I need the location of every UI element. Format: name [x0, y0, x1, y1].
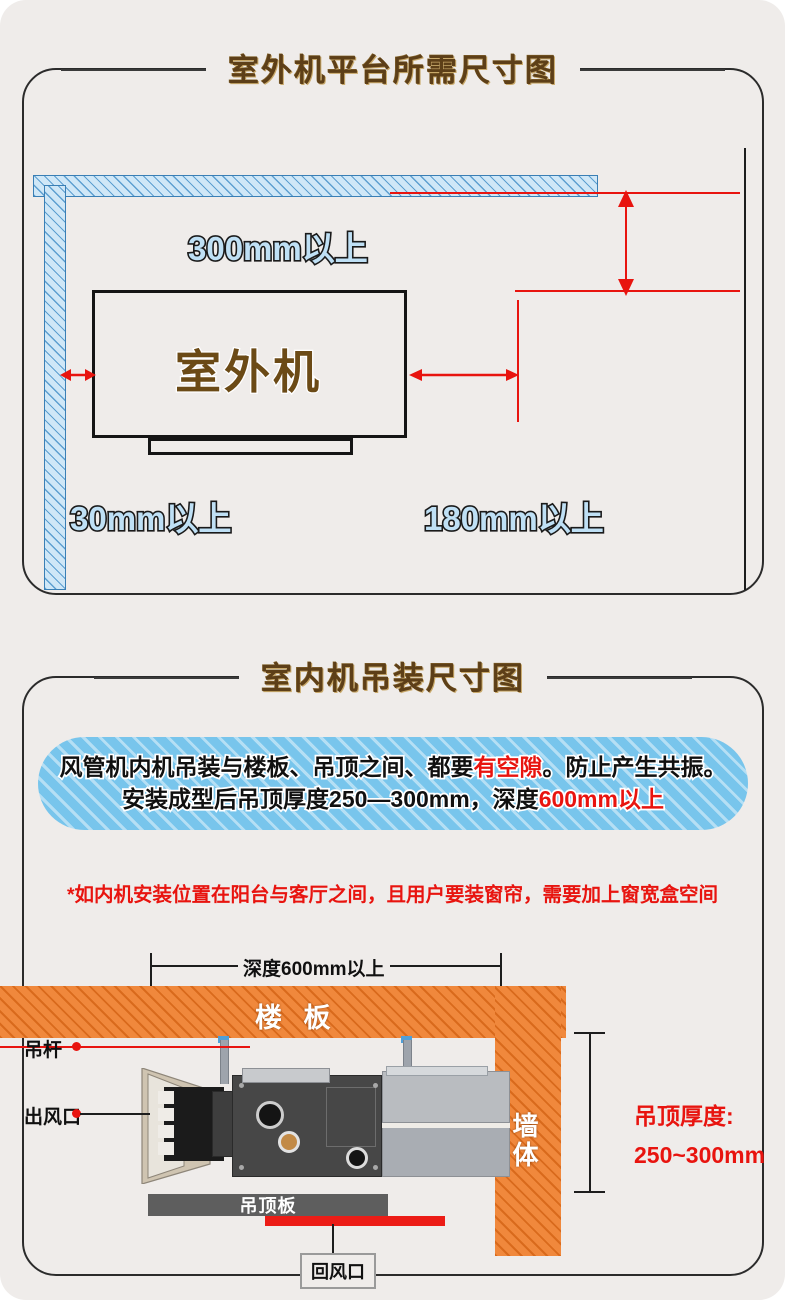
ceiling-thickness-label: 吊顶厚度: 250~300mm [634, 1097, 765, 1175]
info-line-1-part-a: 风管机内机吊装与楼板、吊顶之间、都要 [58, 753, 475, 782]
depth-dim-tick-right [500, 953, 502, 986]
right-clearance-arrow [409, 369, 519, 381]
top-dim-arrow-heads [618, 190, 634, 296]
ceiling-thickness-line-1: 吊顶厚度: [634, 1103, 734, 1129]
unit-screw-2 [239, 1165, 244, 1170]
depth-dim-tick-left [150, 953, 152, 986]
unit-connector [212, 1091, 234, 1157]
filter-fins [158, 1091, 174, 1155]
info-line-1-part-b: 。防止产生共振。 [541, 753, 728, 782]
outdoor-title-text: 室外机平台所需尺寸图 [206, 54, 580, 86]
ceiling-thickness-line-2: 250~300mm [634, 1142, 766, 1169]
outlet-callout-label: 出风口 [24, 1107, 82, 1128]
return-air-leader-line [332, 1224, 334, 1260]
outdoor-unit-box [92, 290, 407, 438]
wall-vertical-label: 墙体 [509, 1112, 539, 1170]
left-clearance-arrow [60, 369, 96, 381]
outdoor-unit-base [148, 438, 353, 455]
indoor-unit-illustration [140, 1065, 510, 1185]
wall-vertical-hatch [495, 986, 561, 1256]
floor-slab-label: 楼 板 [255, 1003, 338, 1033]
outlet-callout-line [80, 1113, 150, 1115]
indoor-section-title: 室内机吊装尺寸图 [22, 653, 764, 703]
top-clearance-label: 300mm以上 [186, 228, 369, 268]
unit-screw-1 [239, 1083, 244, 1088]
unit-access-plate [326, 1087, 376, 1147]
rod-callout-dot [72, 1042, 81, 1051]
hanger-rod-left [220, 1040, 229, 1084]
outdoor-unit-label: 室外机 [174, 345, 322, 400]
ceiling-board-label: 吊顶板 [239, 1196, 297, 1216]
curtain-note: *如内机安装位置在阳台与客厅之间，且用户要装窗帘，需要加上窗宽盒空间 [66, 884, 719, 906]
ceiling-slab-hatch [33, 175, 598, 197]
right-clearance-extension [517, 300, 519, 422]
right-reference-line [744, 148, 746, 590]
title-rule-left-2 [94, 677, 239, 679]
unit-port-small [346, 1147, 368, 1169]
depth-dimension-text: 深度600mm以上 [238, 954, 390, 981]
title-rule-left [61, 69, 206, 71]
wall-hatch [44, 185, 66, 590]
unit-top-bracket [242, 1068, 330, 1083]
wall-clearance-label: 30mm以上 [68, 498, 233, 538]
title-rule-right-2 [547, 677, 692, 679]
rod-callout-line [80, 1046, 250, 1048]
unit-port-large [256, 1101, 284, 1129]
floor-slab-hatch [0, 986, 566, 1038]
info-line-2: 安装成型后吊顶厚度250—300mm，深度600mm以上 [120, 784, 666, 815]
unit-screw-3 [373, 1083, 378, 1088]
info-line-1-highlight: 有空隙 [472, 753, 544, 782]
thickness-dim-tick-bottom [574, 1191, 605, 1193]
return-air-label: 回风口 [300, 1253, 376, 1289]
outlet-callout-dot [72, 1109, 81, 1118]
rod-anchor-right [401, 1036, 412, 1043]
top-dim-arrow-shaft [625, 196, 627, 286]
outdoor-section-title: 室外机平台所需尺寸图 [22, 45, 764, 95]
unit-top-lip [386, 1066, 488, 1076]
side-clearance-label: 180mm以上 [422, 498, 605, 538]
hanger-rod-right [403, 1040, 412, 1084]
top-dim-extension-upper [390, 192, 740, 194]
thickness-dim-tick-top [574, 1032, 605, 1034]
unit-screw-4 [373, 1165, 378, 1170]
thickness-dim-shaft [589, 1032, 591, 1192]
info-callout-pill: 风管机内机吊装与楼板、吊顶之间、都要有空隙。防止产生共振。 安装成型后吊顶厚度2… [38, 737, 748, 830]
unit-section-divider [382, 1123, 510, 1128]
title-rule-right [580, 69, 725, 71]
unit-light-section [382, 1071, 510, 1123]
rod-anchor-left [218, 1036, 229, 1043]
rod-callout-label: 吊杆 [24, 1040, 63, 1061]
info-line-2-part-a: 安装成型后吊顶厚度250—300mm，深度 [120, 784, 540, 813]
indoor-title-text: 室内机吊装尺寸图 [239, 662, 547, 694]
ceiling-board: 吊顶板 [148, 1194, 388, 1216]
info-line-2-highlight: 600mm以上 [537, 784, 666, 813]
return-air-bar [265, 1216, 445, 1226]
info-line-1: 风管机内机吊装与楼板、吊顶之间、都要有空隙。防止产生共振。 [58, 752, 728, 783]
unit-port-copper [278, 1131, 300, 1153]
unit-light-section-lower [382, 1127, 510, 1177]
